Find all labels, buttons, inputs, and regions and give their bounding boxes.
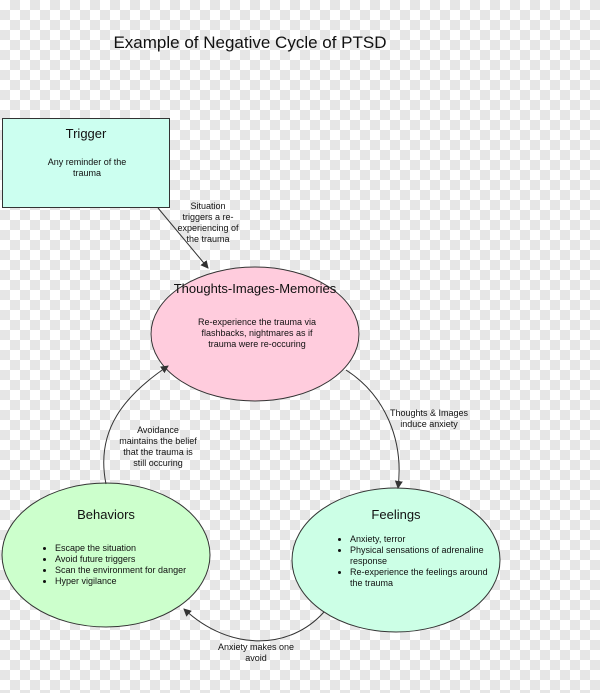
feelings-title: Feelings bbox=[371, 507, 421, 522]
trigger-node: Trigger Any reminder of the trauma bbox=[2, 118, 170, 208]
edge-label-trigger-to-thoughts: Situation triggers a re-experiencing of … bbox=[177, 201, 239, 244]
thoughts-title: Thoughts-Images-Memories bbox=[173, 281, 337, 296]
feelings-list: Anxiety, terror Physical sensations of a… bbox=[338, 534, 500, 589]
trigger-title: Trigger bbox=[65, 126, 107, 141]
edge-behaviors-to-thoughts bbox=[103, 365, 169, 485]
thoughts-text: Re-experience the trauma via flashbacks,… bbox=[197, 317, 317, 349]
feelings-item: Physical sensations of adrenaline respon… bbox=[350, 545, 500, 567]
feelings-item: Anxiety, terror bbox=[350, 534, 500, 545]
behaviors-item: Scan the environment for danger bbox=[55, 565, 205, 576]
diagram-title: Example of Negative Cycle of PTSD bbox=[113, 33, 387, 52]
behaviors-item: Hyper vigilance bbox=[55, 576, 205, 587]
behaviors-title: Behaviors bbox=[77, 507, 135, 522]
edge-label-feelings-to-behaviors: Anxiety makes one avoid bbox=[217, 642, 295, 663]
behaviors-item: Avoid future triggers bbox=[55, 554, 205, 565]
edge-label-behaviors-to-thoughts: Avoidance maintains the belief that the … bbox=[119, 425, 197, 468]
feelings-item: Re-experience the feelings around the tr… bbox=[350, 567, 500, 589]
behaviors-list: Escape the situation Avoid future trigge… bbox=[43, 543, 205, 587]
behaviors-item: Escape the situation bbox=[55, 543, 205, 554]
edge-feelings-to-behaviors bbox=[183, 608, 325, 642]
edge-label-thoughts-to-feelings: Thoughts & Images induce anxiety bbox=[389, 408, 469, 429]
trigger-text: Any reminder of the trauma bbox=[47, 157, 127, 178]
thoughts-node bbox=[150, 266, 360, 402]
edge-thoughts-to-feelings bbox=[345, 369, 403, 489]
edge-trigger-to-thoughts bbox=[157, 207, 209, 269]
